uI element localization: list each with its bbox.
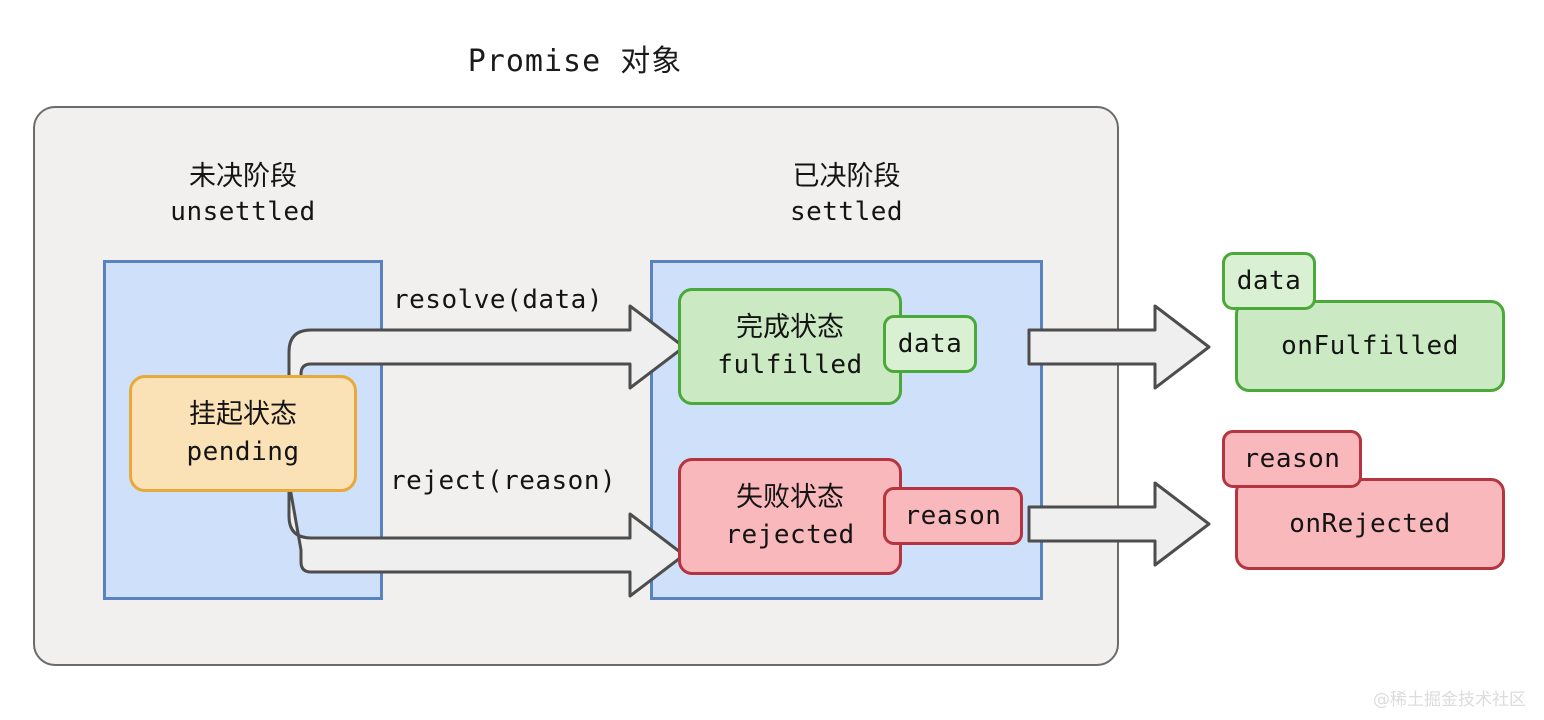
state-pending-en: pending bbox=[186, 436, 300, 467]
state-box-fulfilled: 完成状态 fulfilled bbox=[678, 288, 902, 405]
phase-heading-unsettled-cn: 未决阶段 bbox=[189, 161, 297, 192]
phase-heading-unsettled-en: unsettled bbox=[170, 197, 316, 227]
state-rejected-cn: 失败状态 bbox=[736, 481, 844, 513]
phase-heading-settled: 已决阶段 settled bbox=[650, 160, 1043, 230]
state-pending-cn: 挂起状态 bbox=[189, 398, 297, 430]
state-fulfilled-en: fulfilled bbox=[717, 349, 863, 380]
state-fulfilled-cn: 完成状态 bbox=[736, 311, 844, 343]
value-badge-data-onfulfilled: data bbox=[1222, 252, 1316, 310]
value-badge-data-fulfilled: data bbox=[883, 315, 977, 373]
page-title: Promise 对象 bbox=[467, 44, 683, 79]
state-rejected-en: rejected bbox=[725, 519, 855, 550]
watermark: @稀土掘金技术社区 bbox=[1373, 690, 1526, 710]
handler-box-onfulfilled: onFulfilled bbox=[1235, 300, 1505, 392]
state-box-pending: 挂起状态 pending bbox=[129, 375, 357, 492]
phase-heading-settled-cn: 已决阶段 bbox=[792, 161, 901, 192]
value-badge-reason-rejected: reason bbox=[883, 487, 1023, 545]
transition-label-reject: reject(reason) bbox=[390, 466, 617, 496]
phase-heading-unsettled: 未决阶段 unsettled bbox=[103, 160, 383, 230]
state-box-rejected: 失败状态 rejected bbox=[678, 458, 902, 575]
value-badge-reason-onrejected: reason bbox=[1222, 430, 1362, 488]
phase-heading-settled-en: settled bbox=[789, 197, 904, 227]
transition-label-resolve: resolve(data) bbox=[393, 285, 603, 315]
handler-box-onrejected: onRejected bbox=[1235, 478, 1505, 570]
